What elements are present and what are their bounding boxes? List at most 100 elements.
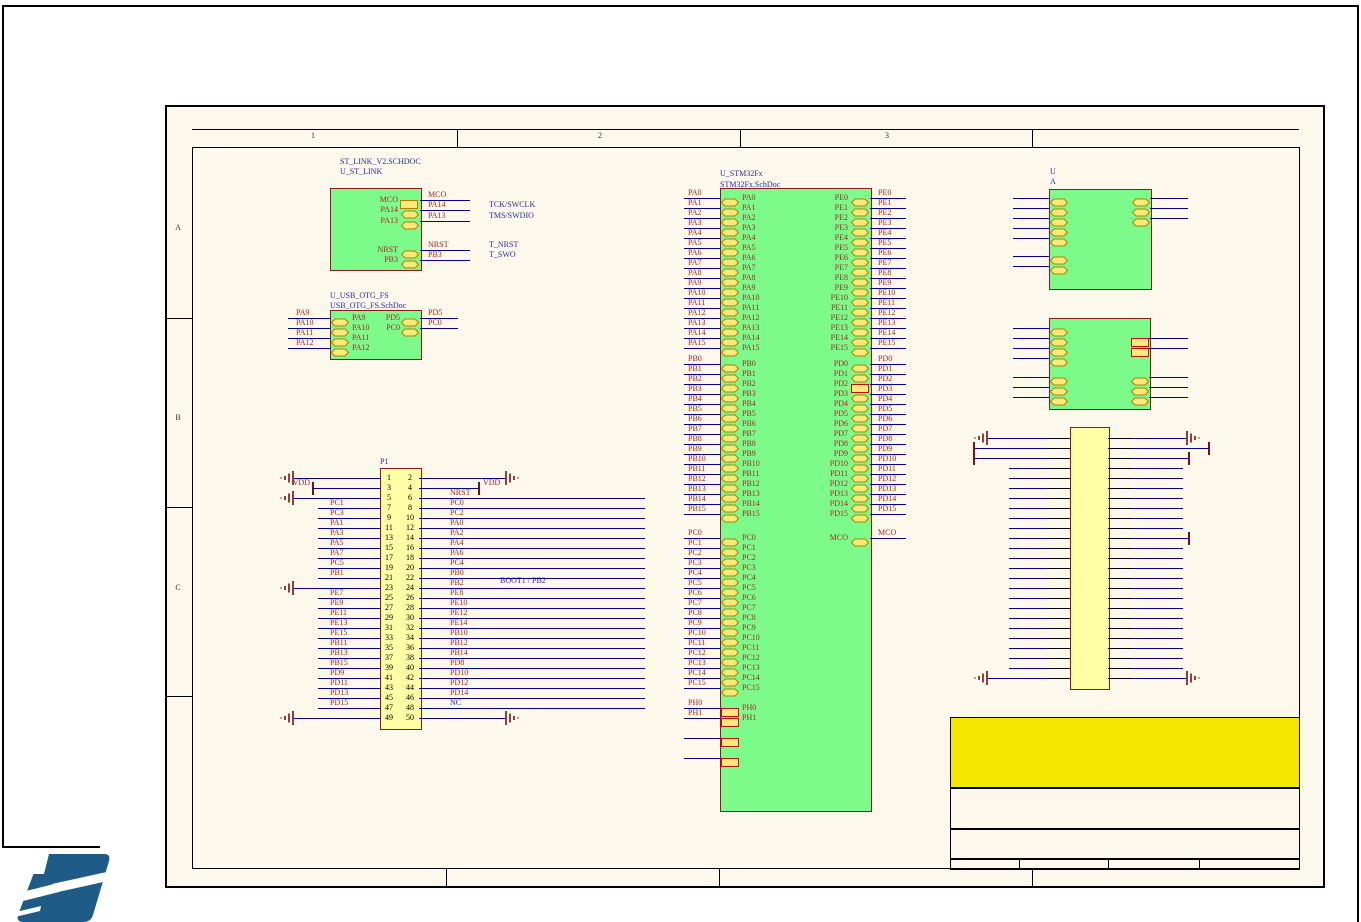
wire[interactable]	[684, 688, 720, 689]
wire[interactable]	[870, 538, 906, 539]
sheet-entry-pin[interactable]	[850, 234, 870, 247]
pin-label[interactable]: PB13	[742, 489, 760, 498]
net-label[interactable]: PA5	[688, 238, 702, 247]
wire[interactable]	[870, 348, 906, 349]
wire[interactable]	[1048, 548, 1070, 549]
sheet-entry-pin[interactable]	[1131, 334, 1149, 347]
wire[interactable]	[1048, 568, 1070, 569]
wire[interactable]	[684, 208, 720, 209]
net-label[interactable]: PA14	[428, 200, 446, 209]
wire[interactable]	[420, 260, 470, 261]
pin-label[interactable]: PE8	[834, 273, 848, 282]
net-label[interactable]: PE11	[330, 608, 348, 617]
wire[interactable]	[318, 658, 380, 659]
pin-number[interactable]: 24	[406, 583, 414, 592]
pin-label[interactable]: PC11	[742, 643, 760, 652]
net-label[interactable]: PA11	[296, 328, 314, 337]
net-label[interactable]: PA10	[688, 288, 706, 297]
net-label[interactable]: PA10	[296, 318, 314, 327]
wire[interactable]	[684, 494, 720, 495]
pin-label[interactable]: PC13	[742, 663, 760, 672]
sheet-entry-pin[interactable]	[720, 204, 740, 217]
sheet-entry-pin[interactable]	[720, 360, 740, 373]
pin-label[interactable]: PC0	[386, 323, 400, 332]
wire[interactable]	[419, 548, 645, 549]
wire[interactable]	[870, 364, 906, 365]
pin-label[interactable]: PD13	[829, 489, 848, 498]
pin-number[interactable]: 1	[387, 473, 391, 482]
wire[interactable]	[318, 508, 380, 509]
wire[interactable]	[684, 374, 720, 375]
wire[interactable]	[1132, 678, 1186, 679]
wire[interactable]	[419, 668, 645, 669]
sheet-entry-pin[interactable]	[1049, 262, 1069, 275]
wire[interactable]	[684, 308, 720, 309]
wire[interactable]	[870, 308, 906, 309]
sheet-entry-pin[interactable]	[1130, 383, 1150, 396]
sheet-entry-pin[interactable]	[720, 254, 740, 267]
wire[interactable]	[318, 668, 380, 669]
wire[interactable]	[1048, 638, 1070, 639]
sheet-entry-pin[interactable]	[720, 594, 740, 607]
pin-label[interactable]: PD2	[833, 379, 848, 388]
wire[interactable]	[294, 498, 380, 499]
wire[interactable]	[1048, 588, 1070, 589]
pin-label[interactable]: PB3	[742, 389, 756, 398]
wire[interactable]	[294, 588, 380, 589]
sheet-entry-pin[interactable]	[400, 217, 420, 230]
wire[interactable]	[1013, 228, 1049, 229]
wire[interactable]	[420, 221, 470, 222]
wire[interactable]	[684, 298, 720, 299]
net-label[interactable]: PC2	[450, 508, 464, 517]
net-label[interactable]: PD2	[878, 374, 893, 383]
wire[interactable]	[684, 514, 720, 515]
pin-label[interactable]: PA9	[352, 313, 366, 322]
pin-number[interactable]: 43	[385, 683, 393, 692]
net-label[interactable]: PB14	[688, 494, 706, 503]
sheet-entry-pin[interactable]	[1049, 194, 1069, 207]
wire[interactable]	[1108, 468, 1132, 469]
net-label[interactable]: PD9	[878, 444, 893, 453]
sheet-entry-pin[interactable]	[720, 440, 740, 453]
sheet-entry-pin[interactable]	[330, 334, 350, 347]
net-label[interactable]: PE0	[878, 188, 892, 197]
wire[interactable]	[1108, 508, 1132, 509]
pin-label[interactable]: PA3	[742, 223, 756, 232]
wire[interactable]	[419, 568, 645, 569]
wire[interactable]	[1132, 528, 1183, 529]
wire[interactable]	[870, 258, 906, 259]
net-label[interactable]: PA8	[688, 268, 702, 277]
wire[interactable]	[1108, 608, 1132, 609]
wire[interactable]	[318, 628, 380, 629]
wire[interactable]	[870, 338, 906, 339]
power-label[interactable]: VDD	[292, 478, 310, 487]
sheet-entry-pin[interactable]	[720, 490, 740, 503]
sheet-entry-pin[interactable]	[1049, 252, 1069, 265]
pin-number[interactable]: 31	[385, 623, 393, 632]
wire[interactable]	[870, 218, 906, 219]
wire[interactable]	[684, 414, 720, 415]
pin-label[interactable]: PB2	[742, 379, 756, 388]
wire[interactable]	[870, 208, 906, 209]
sheet-entry-pin[interactable]	[1131, 214, 1151, 227]
wire[interactable]	[974, 448, 1048, 449]
net-label[interactable]: PA4	[688, 228, 702, 237]
net-label[interactable]: NRST	[450, 488, 471, 497]
sheet-entry-pin[interactable]	[1130, 373, 1150, 386]
net-label[interactable]: PB11	[330, 638, 348, 647]
connector-right[interactable]	[1070, 427, 1110, 690]
wire[interactable]	[1108, 448, 1132, 449]
pin-number[interactable]: 32	[406, 623, 414, 632]
pin-label[interactable]: PE11	[830, 303, 848, 312]
pin-number[interactable]: 27	[385, 603, 393, 612]
pin-number[interactable]: 35	[385, 643, 393, 652]
sheet-entry-pin[interactable]	[720, 584, 740, 597]
pin-number[interactable]: 11	[385, 523, 393, 532]
wire[interactable]	[684, 424, 720, 425]
wire[interactable]	[1108, 618, 1132, 619]
net-label[interactable]: PA14	[688, 328, 706, 337]
net-label[interactable]: PA3	[688, 218, 702, 227]
wire[interactable]	[684, 568, 720, 569]
net-label[interactable]: PB11	[688, 464, 706, 473]
wire[interactable]	[684, 618, 720, 619]
